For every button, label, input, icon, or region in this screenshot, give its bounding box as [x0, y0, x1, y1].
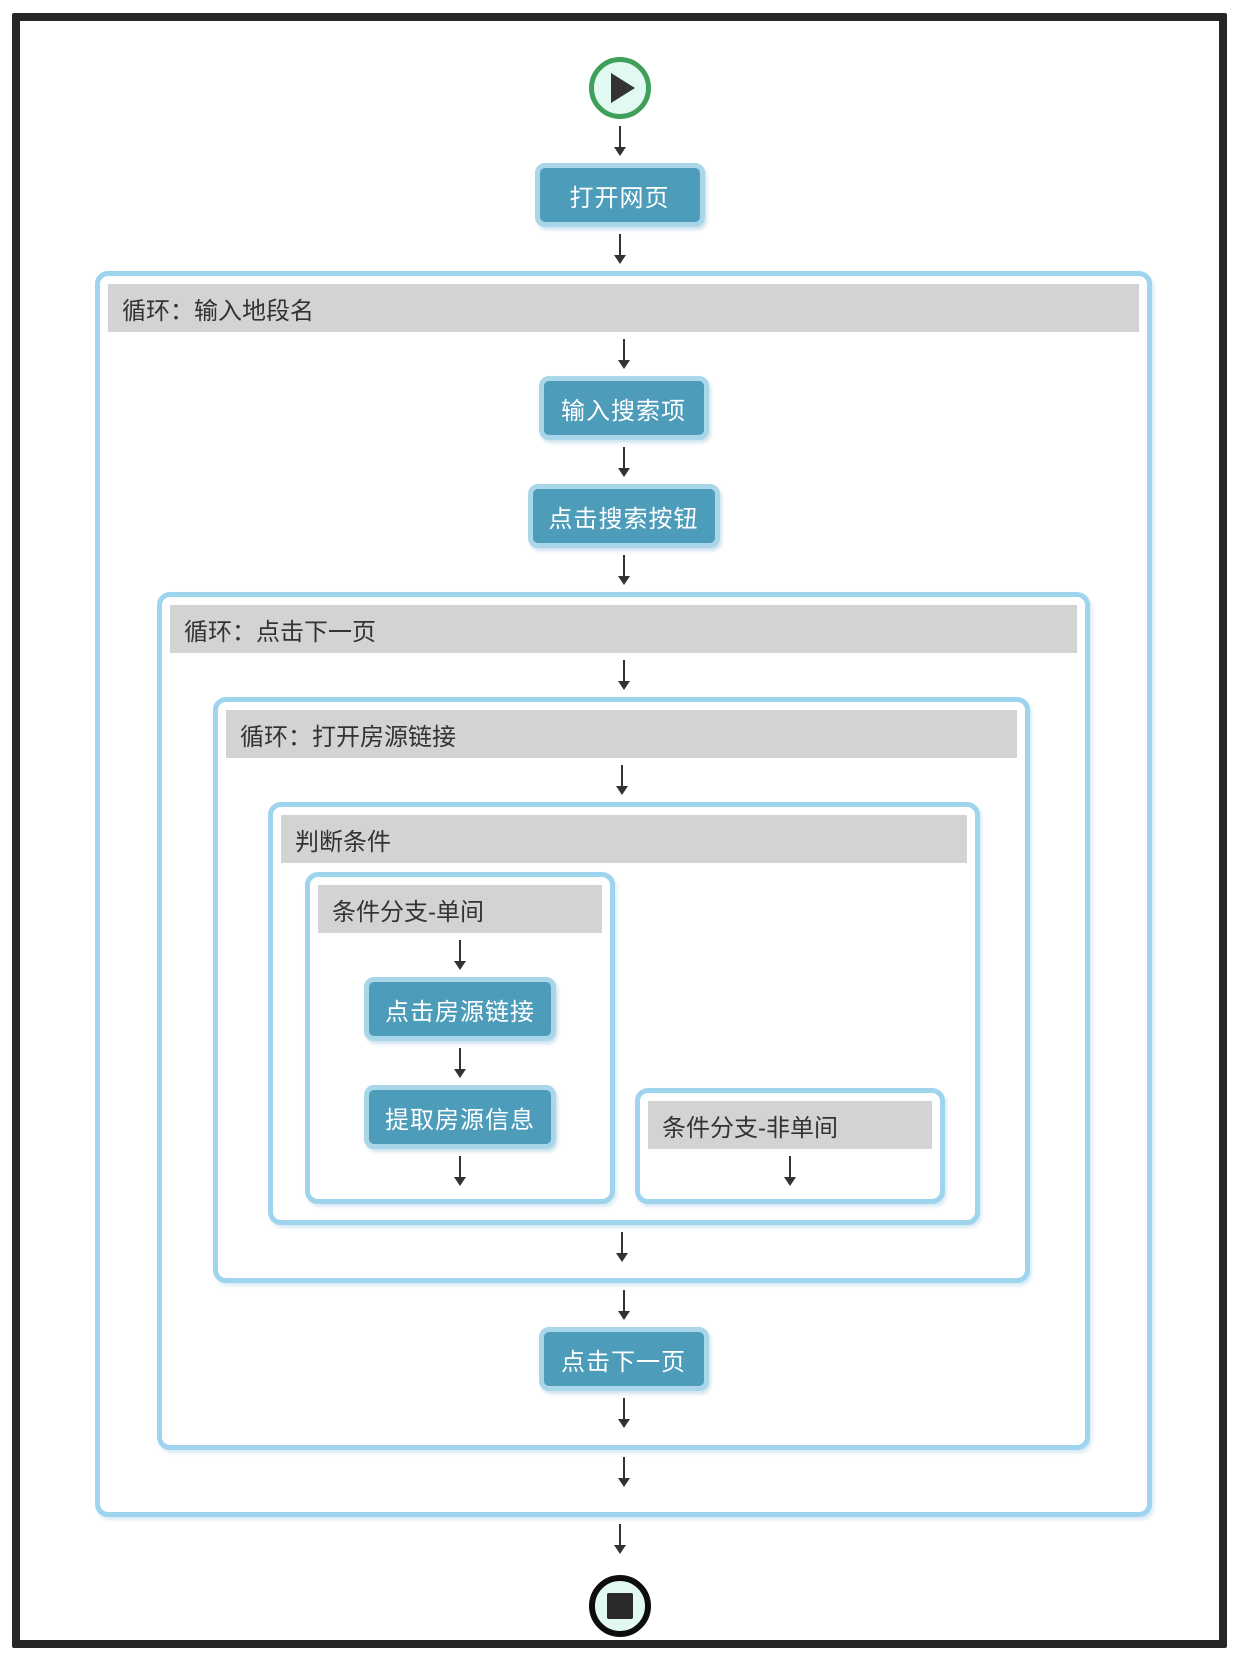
condition-box: 判断条件 条件分支-单间 点击房源链接 提取房源信息 [268, 802, 980, 1225]
loop-open-listing-links-header[interactable]: 循环：打开房源链接 [226, 710, 1017, 758]
play-icon [610, 73, 635, 103]
branch-non-single-room: 条件分支-非单间 [635, 1088, 945, 1204]
flow-arrow-icon [618, 1457, 630, 1487]
flow-arrow-icon [454, 1048, 466, 1078]
step-click-listing-link[interactable]: 点击房源链接 [364, 977, 556, 1041]
flow-arrow-icon [618, 555, 630, 585]
loop-click-next-page-header[interactable]: 循环：点击下一页 [170, 605, 1077, 653]
condition-branches: 条件分支-单间 点击房源链接 提取房源信息 条件分支-非单间 [273, 863, 975, 1220]
step-extract-listing-info[interactable]: 提取房源信息 [364, 1085, 556, 1149]
loop-input-district: 循环：输入地段名 输入搜索项 点击搜索按钮 循环：点击下一页 循环：打开房源链接… [95, 271, 1152, 1517]
step-click-next-page[interactable]: 点击下一页 [538, 1327, 709, 1391]
step-click-search-button[interactable]: 点击搜索按钮 [527, 484, 720, 548]
flow-arrow-icon [454, 940, 466, 970]
step-open-webpage[interactable]: 打开网页 [534, 163, 705, 227]
start-node[interactable] [588, 57, 651, 119]
condition-box-header[interactable]: 判断条件 [281, 815, 967, 863]
flow-arrow-icon [614, 234, 626, 264]
flow-arrow-icon [454, 1156, 466, 1186]
step-enter-search-term[interactable]: 输入搜索项 [538, 376, 709, 440]
flow-arrow-icon [618, 1398, 630, 1428]
flow-arrow-icon [616, 765, 628, 795]
branch-non-single-room-header[interactable]: 条件分支-非单间 [648, 1101, 932, 1149]
workflow-frame: 打开网页 循环：输入地段名 输入搜索项 点击搜索按钮 循环：点击下一页 循环：打… [12, 13, 1227, 1648]
flow-arrow-icon [618, 1290, 630, 1320]
branch-single-room-header[interactable]: 条件分支-单间 [318, 885, 602, 933]
flow-arrow-icon [618, 447, 630, 477]
loop-click-next-page: 循环：点击下一页 循环：打开房源链接 判断条件 条件分支-单间 点击房源链接 [157, 592, 1090, 1450]
flow-arrow-icon [614, 1524, 626, 1554]
stop-icon [606, 1593, 633, 1619]
flow-arrow-icon [618, 660, 630, 690]
flow-arrow-icon [618, 339, 630, 369]
end-node[interactable] [588, 1575, 651, 1637]
loop-input-district-header[interactable]: 循环：输入地段名 [108, 284, 1139, 332]
loop-open-listing-links: 循环：打开房源链接 判断条件 条件分支-单间 点击房源链接 提取房源信息 [213, 697, 1030, 1283]
branch-single-room: 条件分支-单间 点击房源链接 提取房源信息 [305, 872, 615, 1204]
flow-arrow-icon [614, 126, 626, 156]
flow-arrow-icon [616, 1232, 628, 1262]
flow-arrow-icon [784, 1156, 796, 1186]
